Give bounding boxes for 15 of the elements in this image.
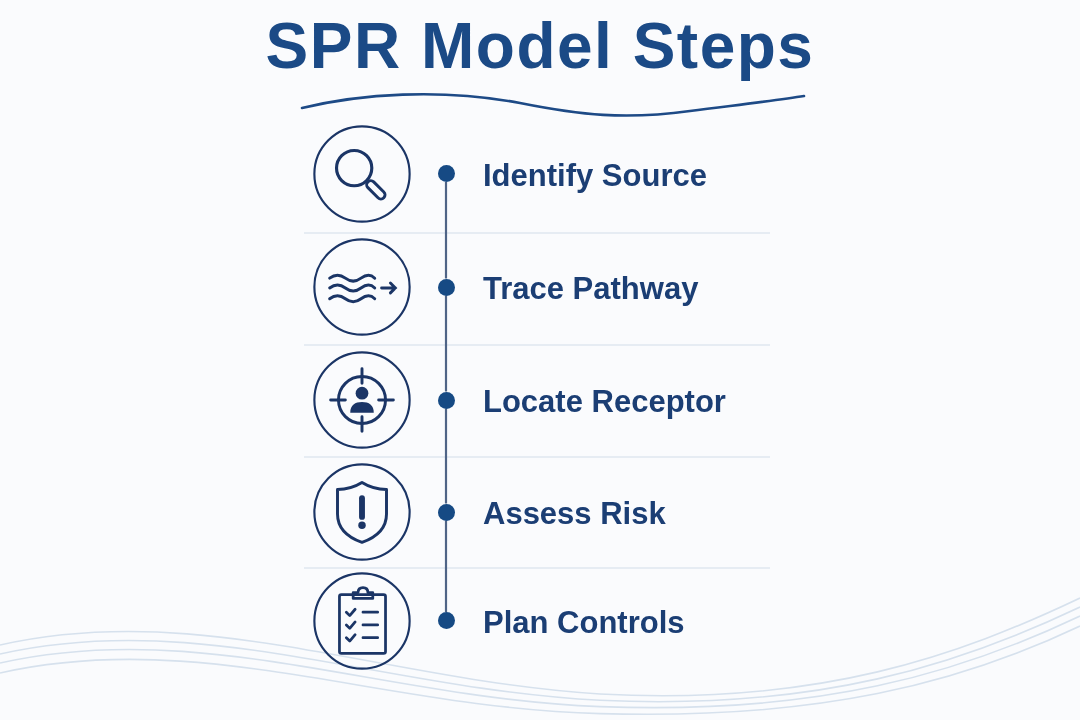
step-label: Assess Risk: [483, 495, 666, 533]
step-label: Trace Pathway: [483, 270, 699, 308]
step-label: Identify Source: [483, 156, 707, 195]
timeline-dot: [437, 165, 455, 182]
timeline-dot: [437, 278, 455, 296]
timeline-dot: [437, 612, 455, 629]
timeline-dot: [437, 503, 455, 521]
timeline-line: [444, 520, 448, 612]
timeline-line: [444, 295, 448, 392]
timeline-line: [444, 182, 448, 279]
step-label: Plan Controls: [483, 603, 685, 642]
timeline-dot: [437, 391, 455, 409]
step-label: Locate Receptor: [483, 383, 726, 421]
title: SPR Model Steps: [265, 9, 815, 84]
timeline-line: [444, 408, 448, 504]
